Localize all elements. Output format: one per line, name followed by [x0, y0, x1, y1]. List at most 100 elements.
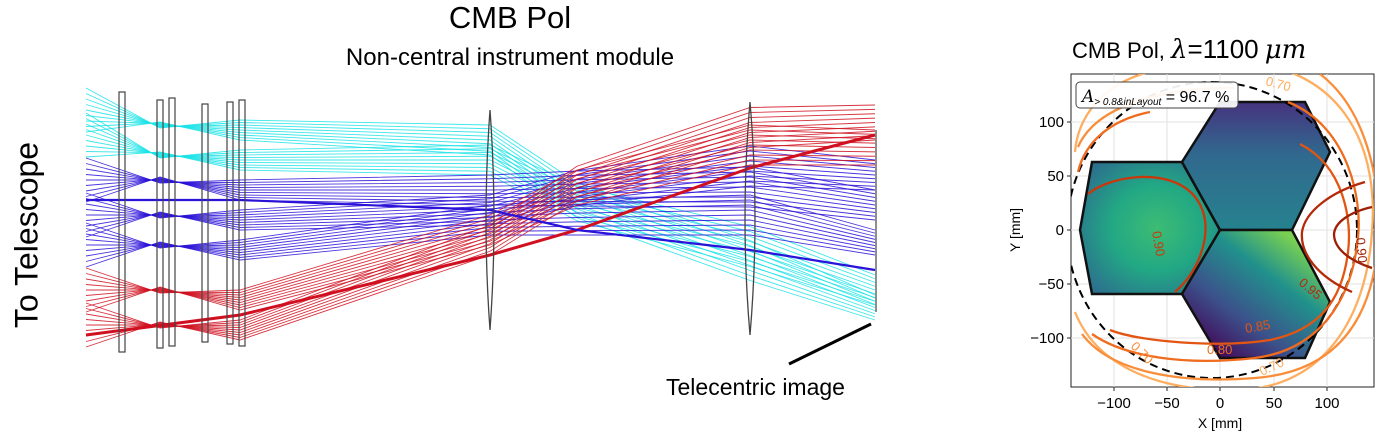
ray	[86, 179, 876, 206]
ray	[85, 149, 876, 303]
lambda-value: =1100	[1187, 34, 1259, 64]
ray	[86, 198, 876, 272]
ray-trace-diagram	[85, 87, 877, 353]
ray	[85, 118, 876, 280]
ray	[86, 144, 876, 301]
ray	[85, 134, 876, 291]
y-tick: 100	[1039, 114, 1064, 131]
x-tick: −50	[1154, 395, 1179, 412]
contour-label: 0.85	[1244, 317, 1272, 336]
ray	[85, 163, 876, 195]
ray	[85, 115, 876, 312]
contour-label: 0.70	[1264, 73, 1292, 94]
to-telescope-label: To Telescope	[4, 100, 50, 370]
ray	[85, 178, 876, 210]
hex-bottom	[1180, 228, 1332, 360]
ray	[85, 194, 876, 249]
y-tick-labels: 100 50 0 −50 −100	[1030, 114, 1064, 347]
ray	[85, 135, 876, 342]
lambda-symbol: λ	[1171, 35, 1188, 65]
ray	[85, 139, 876, 298]
ray	[85, 109, 876, 308]
annotation-text: A> 0.8&inLayout = 96.7 %	[1080, 87, 1229, 108]
ray	[85, 174, 876, 202]
ray	[85, 175, 876, 227]
filter-plate	[118, 91, 126, 353]
lens	[485, 109, 495, 331]
ray	[85, 177, 876, 217]
ray	[85, 112, 876, 276]
ray	[85, 129, 876, 293]
telecentric-image-label: Telecentric image	[666, 374, 845, 400]
tick-marks	[1067, 121, 1328, 391]
ray	[85, 145, 876, 219]
ray	[85, 104, 876, 305]
ray	[85, 219, 876, 253]
ray	[85, 154, 876, 306]
diagram-subtitle: Non-central instrument module	[345, 44, 675, 71]
y-tick: 0	[1056, 222, 1064, 239]
lens	[744, 101, 756, 336]
ray	[85, 159, 876, 308]
x-tick: −100	[1097, 395, 1131, 412]
ray	[85, 121, 876, 321]
filter-plate	[156, 99, 164, 349]
filter-plate	[226, 101, 234, 345]
y-tick: −100	[1030, 330, 1064, 347]
to-telescope-text: To Telescope	[8, 141, 45, 329]
ray	[85, 199, 876, 248]
ray	[85, 123, 876, 283]
filter-plate	[201, 103, 209, 343]
ray	[85, 160, 876, 218]
lambda-unit: μm	[1264, 35, 1307, 65]
ray	[85, 155, 876, 217]
efficiency-map: 0.70 0.90 0.95 0.85 0.80 0.70 0.90 0.70 …	[1007, 73, 1375, 431]
ray	[85, 108, 876, 328]
ray	[85, 229, 876, 262]
ray	[85, 151, 876, 302]
ray	[85, 129, 876, 287]
x-tick-labels: −100 −50 0 50 100	[1097, 395, 1339, 412]
ray	[85, 122, 876, 318]
ray	[85, 133, 876, 337]
annotation-box	[1075, 81, 1239, 109]
ray	[85, 140, 876, 295]
x-tick: 100	[1314, 395, 1339, 412]
x-tick: 0	[1216, 395, 1224, 412]
contour-label: 0.90	[1149, 230, 1168, 258]
ray	[85, 130, 876, 337]
x-axis-label: X [mm]	[1198, 415, 1242, 431]
image-pointer-line	[788, 322, 872, 366]
contour-label: 0.80	[1207, 342, 1232, 357]
y-axis-label: Y [mm]	[1007, 208, 1023, 252]
lens-elements	[118, 91, 877, 353]
ray	[85, 180, 876, 232]
ray	[85, 134, 876, 296]
ray	[85, 164, 875, 313]
ray	[85, 145, 876, 298]
ray	[86, 214, 876, 251]
y-tick: −50	[1039, 276, 1064, 293]
map-title: CMB Pol, λ=1100 μm	[1072, 34, 1306, 65]
x-tick: 50	[1266, 395, 1283, 412]
map-title-prefix: CMB Pol,	[1072, 38, 1165, 63]
ray	[85, 124, 876, 294]
y-tick: 50	[1047, 168, 1064, 185]
contour-label: 0.90	[1353, 237, 1370, 264]
diagram-title: CMB Pol	[448, 0, 572, 35]
ray	[85, 170, 876, 223]
ray	[85, 87, 876, 296]
ray	[85, 117, 876, 328]
ray	[85, 120, 876, 315]
ray	[85, 234, 876, 268]
ray	[85, 93, 876, 299]
ray	[85, 204, 876, 247]
ray	[85, 150, 876, 218]
ray	[85, 224, 876, 257]
ray-bundles	[85, 87, 876, 348]
ray	[85, 168, 876, 198]
ray	[85, 209, 876, 248]
filter-plate	[238, 99, 246, 347]
ray	[85, 178, 876, 213]
filter-plate	[168, 97, 176, 347]
